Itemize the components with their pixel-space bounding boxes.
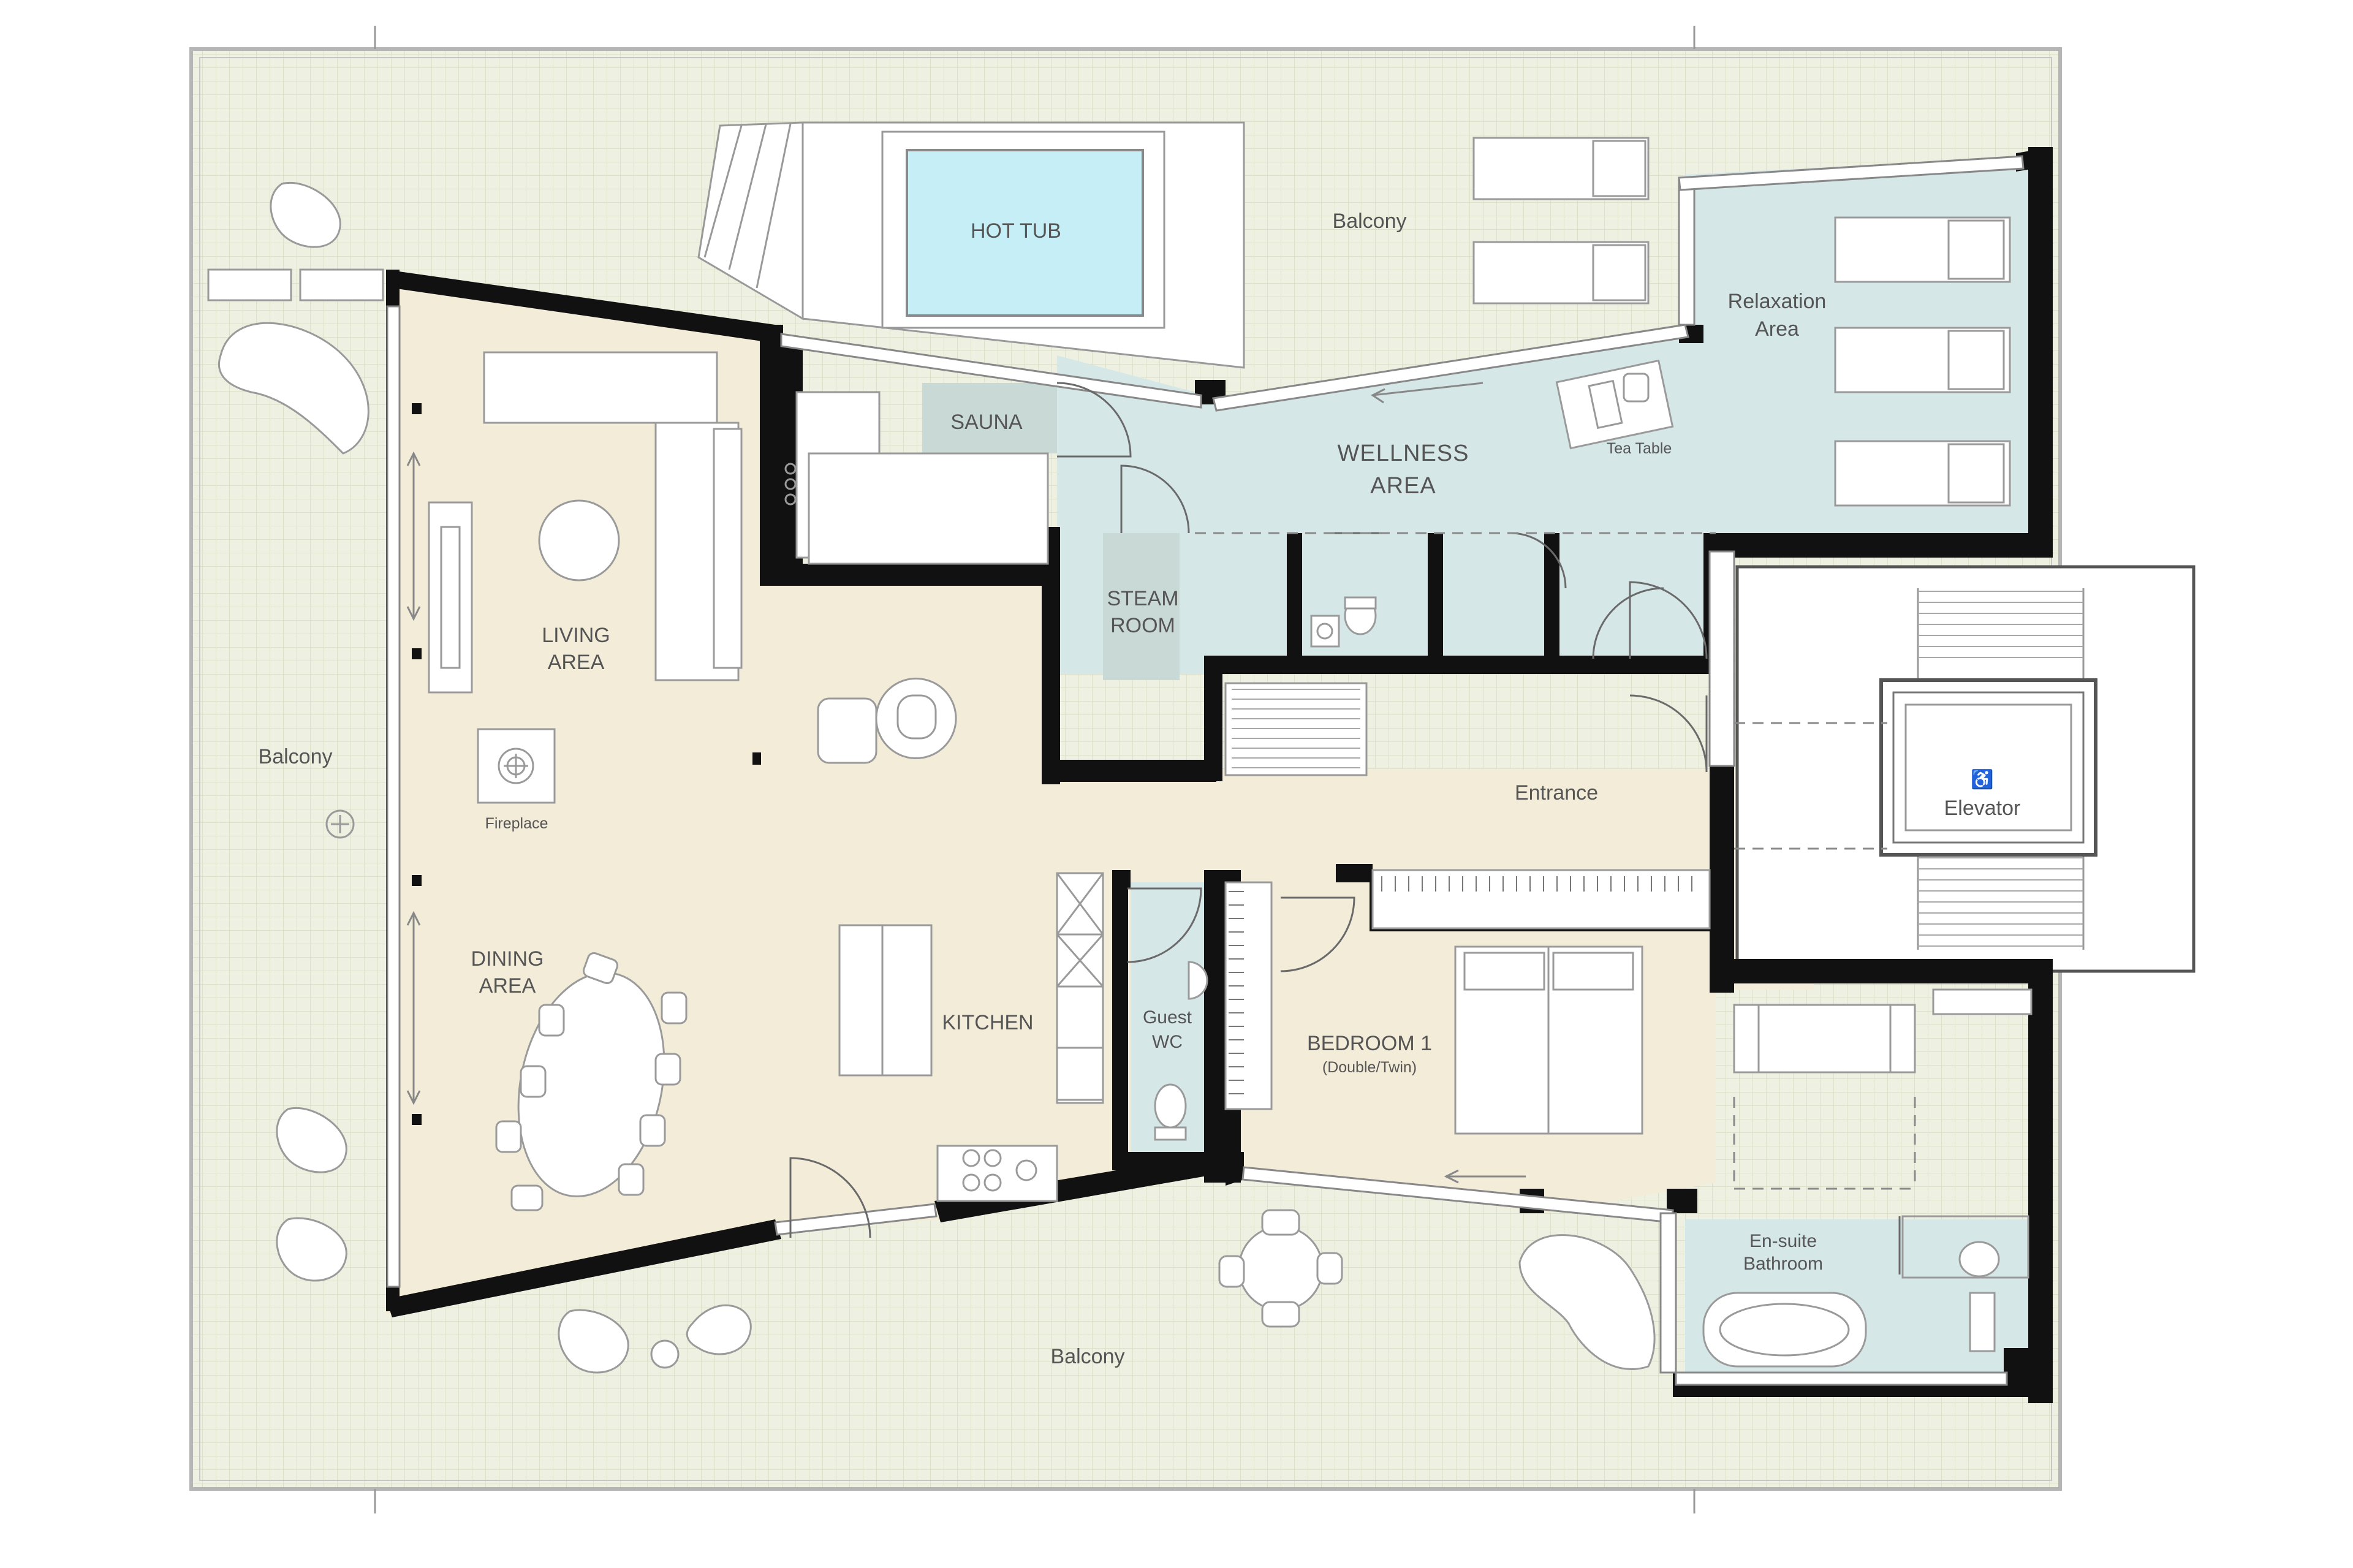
column-markers — [412, 403, 761, 1125]
label-bedroom: BEDROOM 1 — [1307, 1032, 1432, 1055]
label-fireplace: Fireplace — [485, 815, 548, 832]
kitchen-units — [838, 872, 1104, 1202]
dining-table — [495, 952, 688, 1211]
wardrobe — [1224, 869, 1711, 1110]
balcony-furniture — [207, 182, 1656, 1374]
label-dining-area: DINING — [471, 947, 544, 971]
hot-tub-deck — [697, 121, 1245, 369]
label-hot-tub: HOT TUB — [971, 219, 1061, 243]
label-wellness: WELLNESS — [1338, 441, 1469, 466]
windows — [386, 155, 2025, 1386]
label-bedroom-2: (Double/Twin) — [1322, 1059, 1417, 1076]
tea-table — [1555, 359, 1674, 450]
label-entrance: Entrance — [1515, 781, 1598, 805]
label-kitchen: KITCHEN — [942, 1011, 1033, 1034]
label-steam-room: STEAM — [1107, 587, 1178, 610]
label-steam-room-2: ROOM — [1110, 614, 1175, 637]
label-ensuite: En-suite — [1749, 1231, 1817, 1251]
doors — [789, 382, 1901, 1274]
bedroom-sofa — [1733, 988, 2033, 1074]
balcony-fixture — [325, 809, 355, 839]
bathroom-fixtures — [1154, 596, 2029, 1368]
label-balcony-top: Balcony — [1333, 210, 1407, 233]
bed — [1454, 945, 1643, 1135]
wheelchair-icon: ♿ — [1971, 768, 1993, 790]
room-labels: Balcony Balcony Balcony HOT TUB Relaxati… — [259, 210, 2021, 1368]
sauna-room — [922, 383, 1180, 680]
overhead-lines — [1195, 532, 1916, 1190]
label-ensuite-2: Bathroom — [1743, 1254, 1823, 1274]
fireplace — [477, 728, 556, 804]
relaxation-loungers — [1834, 216, 2011, 507]
label-elevator: Elevator — [1944, 797, 2021, 820]
label-guest-wc-2: WC — [1152, 1032, 1183, 1052]
label-living-area-2: AREA — [548, 651, 605, 674]
label-wellness-2: AREA — [1370, 473, 1436, 499]
label-dining-area-2: AREA — [479, 974, 536, 998]
label-balcony-bottom: Balcony — [1051, 1345, 1125, 1368]
living-furniture — [428, 351, 957, 764]
label-tea-table: Tea Table — [1607, 440, 1672, 457]
balcony-loungers — [1472, 137, 1650, 305]
label-balcony-left: Balcony — [259, 745, 333, 768]
bathtub — [1702, 1292, 1867, 1368]
sauna-bench — [784, 391, 1049, 565]
label-relaxation: Relaxation — [1728, 290, 1827, 313]
elevator-car — [1879, 678, 2097, 857]
hot-tub — [906, 149, 1144, 317]
label-living-area: LIVING — [542, 624, 610, 647]
label-sauna: SAUNA — [950, 411, 1022, 434]
slide-arrows — [406, 382, 1526, 1184]
label-guest-wc: Guest — [1143, 1007, 1192, 1028]
label-relaxation-2: Area — [1755, 317, 1799, 341]
